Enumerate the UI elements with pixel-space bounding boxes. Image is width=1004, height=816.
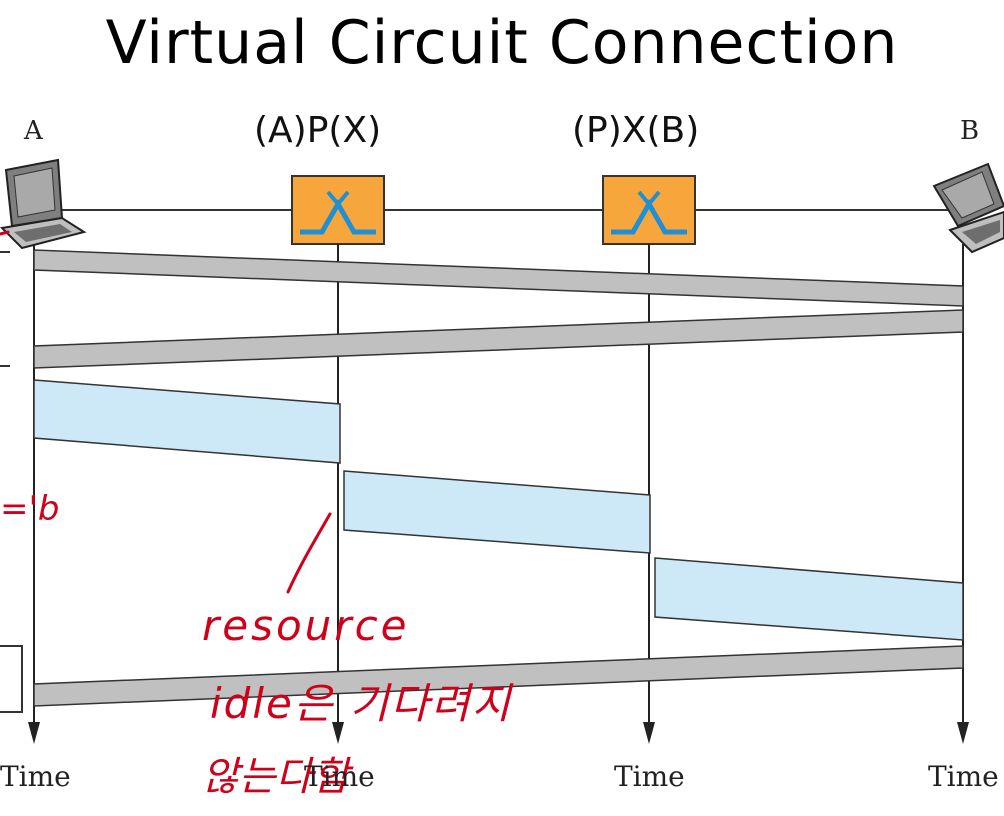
setup-request-band (33, 249, 964, 307)
data-band-switch-1-to-switch-2 (343, 470, 651, 554)
switch-1-icon (291, 175, 385, 245)
ink-mark-top-left (0, 230, 10, 236)
bracket-marker (0, 645, 23, 713)
data-band-a-to-switch-1 (33, 379, 341, 464)
data-band-switch-2-to-b (654, 557, 964, 641)
time-label-switch-1: Time (304, 760, 375, 793)
slide-title: Virtual Circuit Connection (105, 8, 899, 78)
time-label-switch-2: Time (614, 760, 685, 793)
annotation-line-3: 않는다함 (202, 754, 354, 800)
node-a-label: A (24, 116, 43, 146)
annotation-fragment: ='b (0, 489, 59, 529)
time-axis-switch-1 (332, 244, 344, 744)
time-label-a: Time (0, 760, 71, 793)
node-b-label: B (960, 116, 980, 146)
time-axis-a (28, 244, 40, 744)
laptop-a-icon (0, 158, 87, 250)
teardown-band (33, 645, 964, 707)
annotation-line-1: resource (202, 601, 410, 650)
time-label-b: Time (928, 760, 999, 793)
ink-pointer-line (286, 512, 332, 594)
switch-1-label: (A)P(X) (254, 110, 382, 151)
setup-ack-band (33, 309, 964, 369)
switch-2-label: (P)X(B) (572, 110, 700, 151)
laptop-b-icon (932, 162, 1004, 254)
switch-2-icon (602, 175, 696, 245)
annotation-line-2: idle은 기다려지 (210, 679, 514, 728)
